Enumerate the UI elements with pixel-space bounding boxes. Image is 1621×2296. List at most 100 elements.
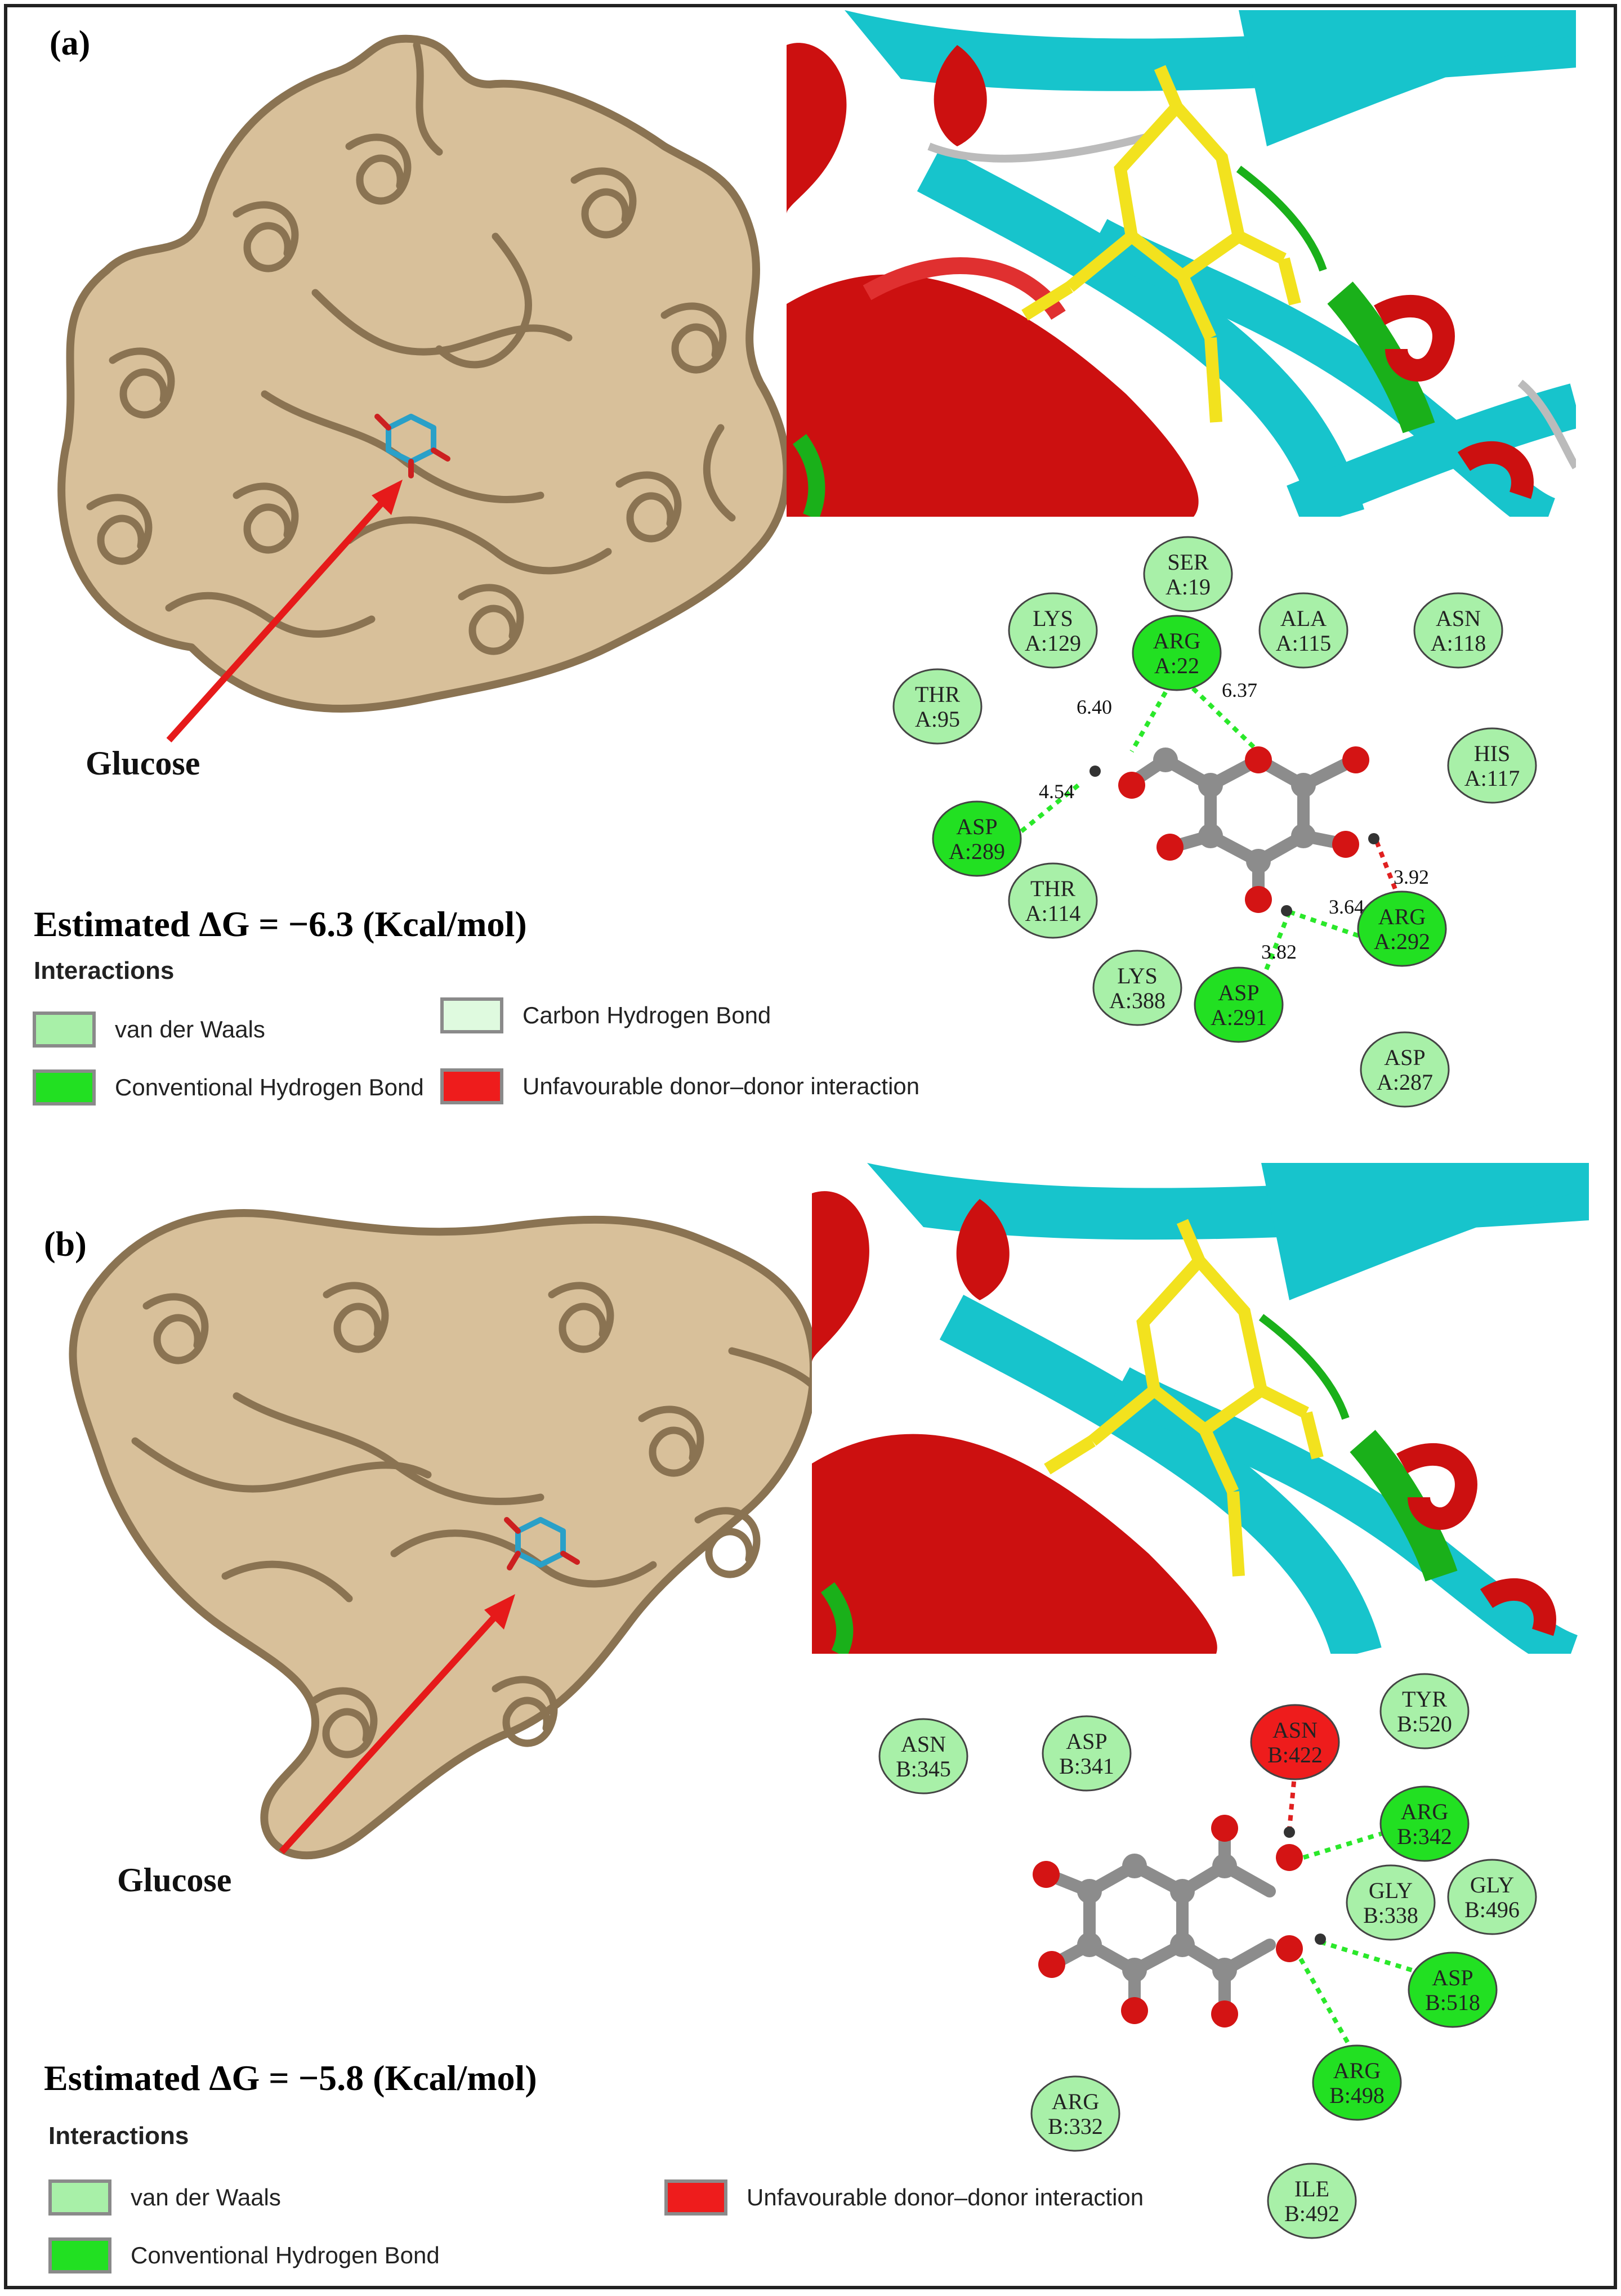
residue-circle <box>1008 592 1098 669</box>
legend-item-hbond: Conventional Hydrogen Bond <box>33 1069 424 1106</box>
legend-swatch-hbond <box>48 2237 111 2273</box>
residue-name: ASP <box>1432 1965 1473 1990</box>
interactions-title-b: Interactions <box>48 2122 189 2150</box>
residue-circle <box>1194 966 1284 1043</box>
residue-name: ALA <box>1280 606 1327 631</box>
residue-name: ASN <box>901 1731 946 1757</box>
residue-nodes-b: ASNB:422TYRB:520ASNB:345ASPB:341ARGB:342… <box>878 1673 1537 2239</box>
legend-item-carbon-hbond: Carbon Hydrogen Bond <box>440 997 771 1033</box>
glucose-label-a: Glucose <box>86 745 200 782</box>
residue-circle <box>1132 615 1222 691</box>
distance-label: 6.40 <box>1077 696 1112 718</box>
distance-label: 3.82 <box>1261 941 1297 963</box>
legend-item-vdw: van der Waals <box>48 2179 281 2216</box>
residue-circle <box>1357 890 1447 967</box>
residue-circle <box>1447 1859 1537 1935</box>
hbond-line <box>1017 783 1080 835</box>
protein-structure-a <box>57 34 791 713</box>
distance-label: 4.54 <box>1039 780 1074 803</box>
interactions-title-a: Interactions <box>34 957 175 984</box>
residue-circle <box>1042 1715 1132 1792</box>
residue-circle <box>1092 950 1182 1026</box>
residue-circle <box>1346 1864 1436 1941</box>
legend-label: Unfavourable donor–donor interaction <box>523 1073 920 1099</box>
glucose-stick-a <box>374 414 450 478</box>
hbond-line <box>1259 911 1292 983</box>
residue-circle <box>1447 727 1537 804</box>
residue-id: B:498 <box>1329 2083 1385 2108</box>
residue-name: TYR <box>1402 1686 1447 1712</box>
interaction-diagram-b: ASNB:422TYRB:520ASNB:345ASPB:341ARGB:342… <box>878 1673 1537 2239</box>
residue-id: B:492 <box>1284 2201 1339 2226</box>
interaction-lines-b <box>1287 1770 1431 2050</box>
hbond-line <box>1298 1958 1354 2050</box>
residue-id: B:520 <box>1397 1711 1452 1736</box>
residue-name: ASN <box>1272 1717 1318 1743</box>
residue-circle <box>1030 2075 1120 2152</box>
residue-circle <box>1250 1704 1340 1780</box>
legend-swatch-carbon-hbond <box>440 997 503 1033</box>
residue-circle <box>1267 2163 1357 2239</box>
residue-id: A:287 <box>1377 1069 1433 1095</box>
residue-id: B:345 <box>896 1756 951 1782</box>
binding-site-3d-b <box>812 1163 1589 1654</box>
residue-id: B:518 <box>1425 1990 1480 2015</box>
legend-label: Conventional Hydrogen Bond <box>115 1074 424 1100</box>
hbond-line <box>1319 1940 1431 1978</box>
residue-name: LYS <box>1117 963 1158 988</box>
residue-id: A:19 <box>1165 574 1211 599</box>
residue-name: ASP <box>956 814 997 839</box>
residue-id: A:118 <box>1431 630 1486 656</box>
ligand-2d-b <box>1033 1815 1326 2028</box>
figure-border <box>4 4 1617 2289</box>
residue-name: ASP <box>1218 980 1259 1005</box>
legend-label: van der Waals <box>115 1016 265 1042</box>
legend-swatch-hbond <box>33 1069 96 1106</box>
residue-circle <box>1258 592 1348 669</box>
protein-structure-b <box>69 1209 818 1860</box>
glucose-stick-b <box>504 1517 580 1570</box>
residue-name: ARG <box>1153 628 1200 654</box>
residue-name: GLY <box>1470 1872 1514 1897</box>
residue-name: ARG <box>1378 904 1426 929</box>
residue-circle <box>1008 862 1098 939</box>
distance-label: 3.64 <box>1329 896 1364 918</box>
panel-a-label: (a) <box>50 24 91 62</box>
residue-name: HIS <box>1474 741 1510 766</box>
legend-label: van der Waals <box>131 2184 281 2210</box>
legend-label: Conventional Hydrogen Bond <box>131 2242 440 2268</box>
hbond-line <box>1175 671 1266 759</box>
residue-circle <box>1408 1952 1498 2028</box>
residue-name: GLY <box>1369 1878 1413 1903</box>
residue-circle <box>1360 1031 1450 1108</box>
legend-item-hbond: Conventional Hydrogen Bond <box>48 2237 440 2273</box>
distance-label: 3.92 <box>1394 866 1429 888</box>
residue-id: B:342 <box>1397 1824 1452 1849</box>
residue-circle <box>1413 592 1503 669</box>
glucose-arrow-a <box>166 480 403 743</box>
residue-id: A:388 <box>1109 988 1165 1013</box>
residue-name: ASP <box>1384 1045 1425 1070</box>
unfav-line <box>1287 1770 1297 1830</box>
